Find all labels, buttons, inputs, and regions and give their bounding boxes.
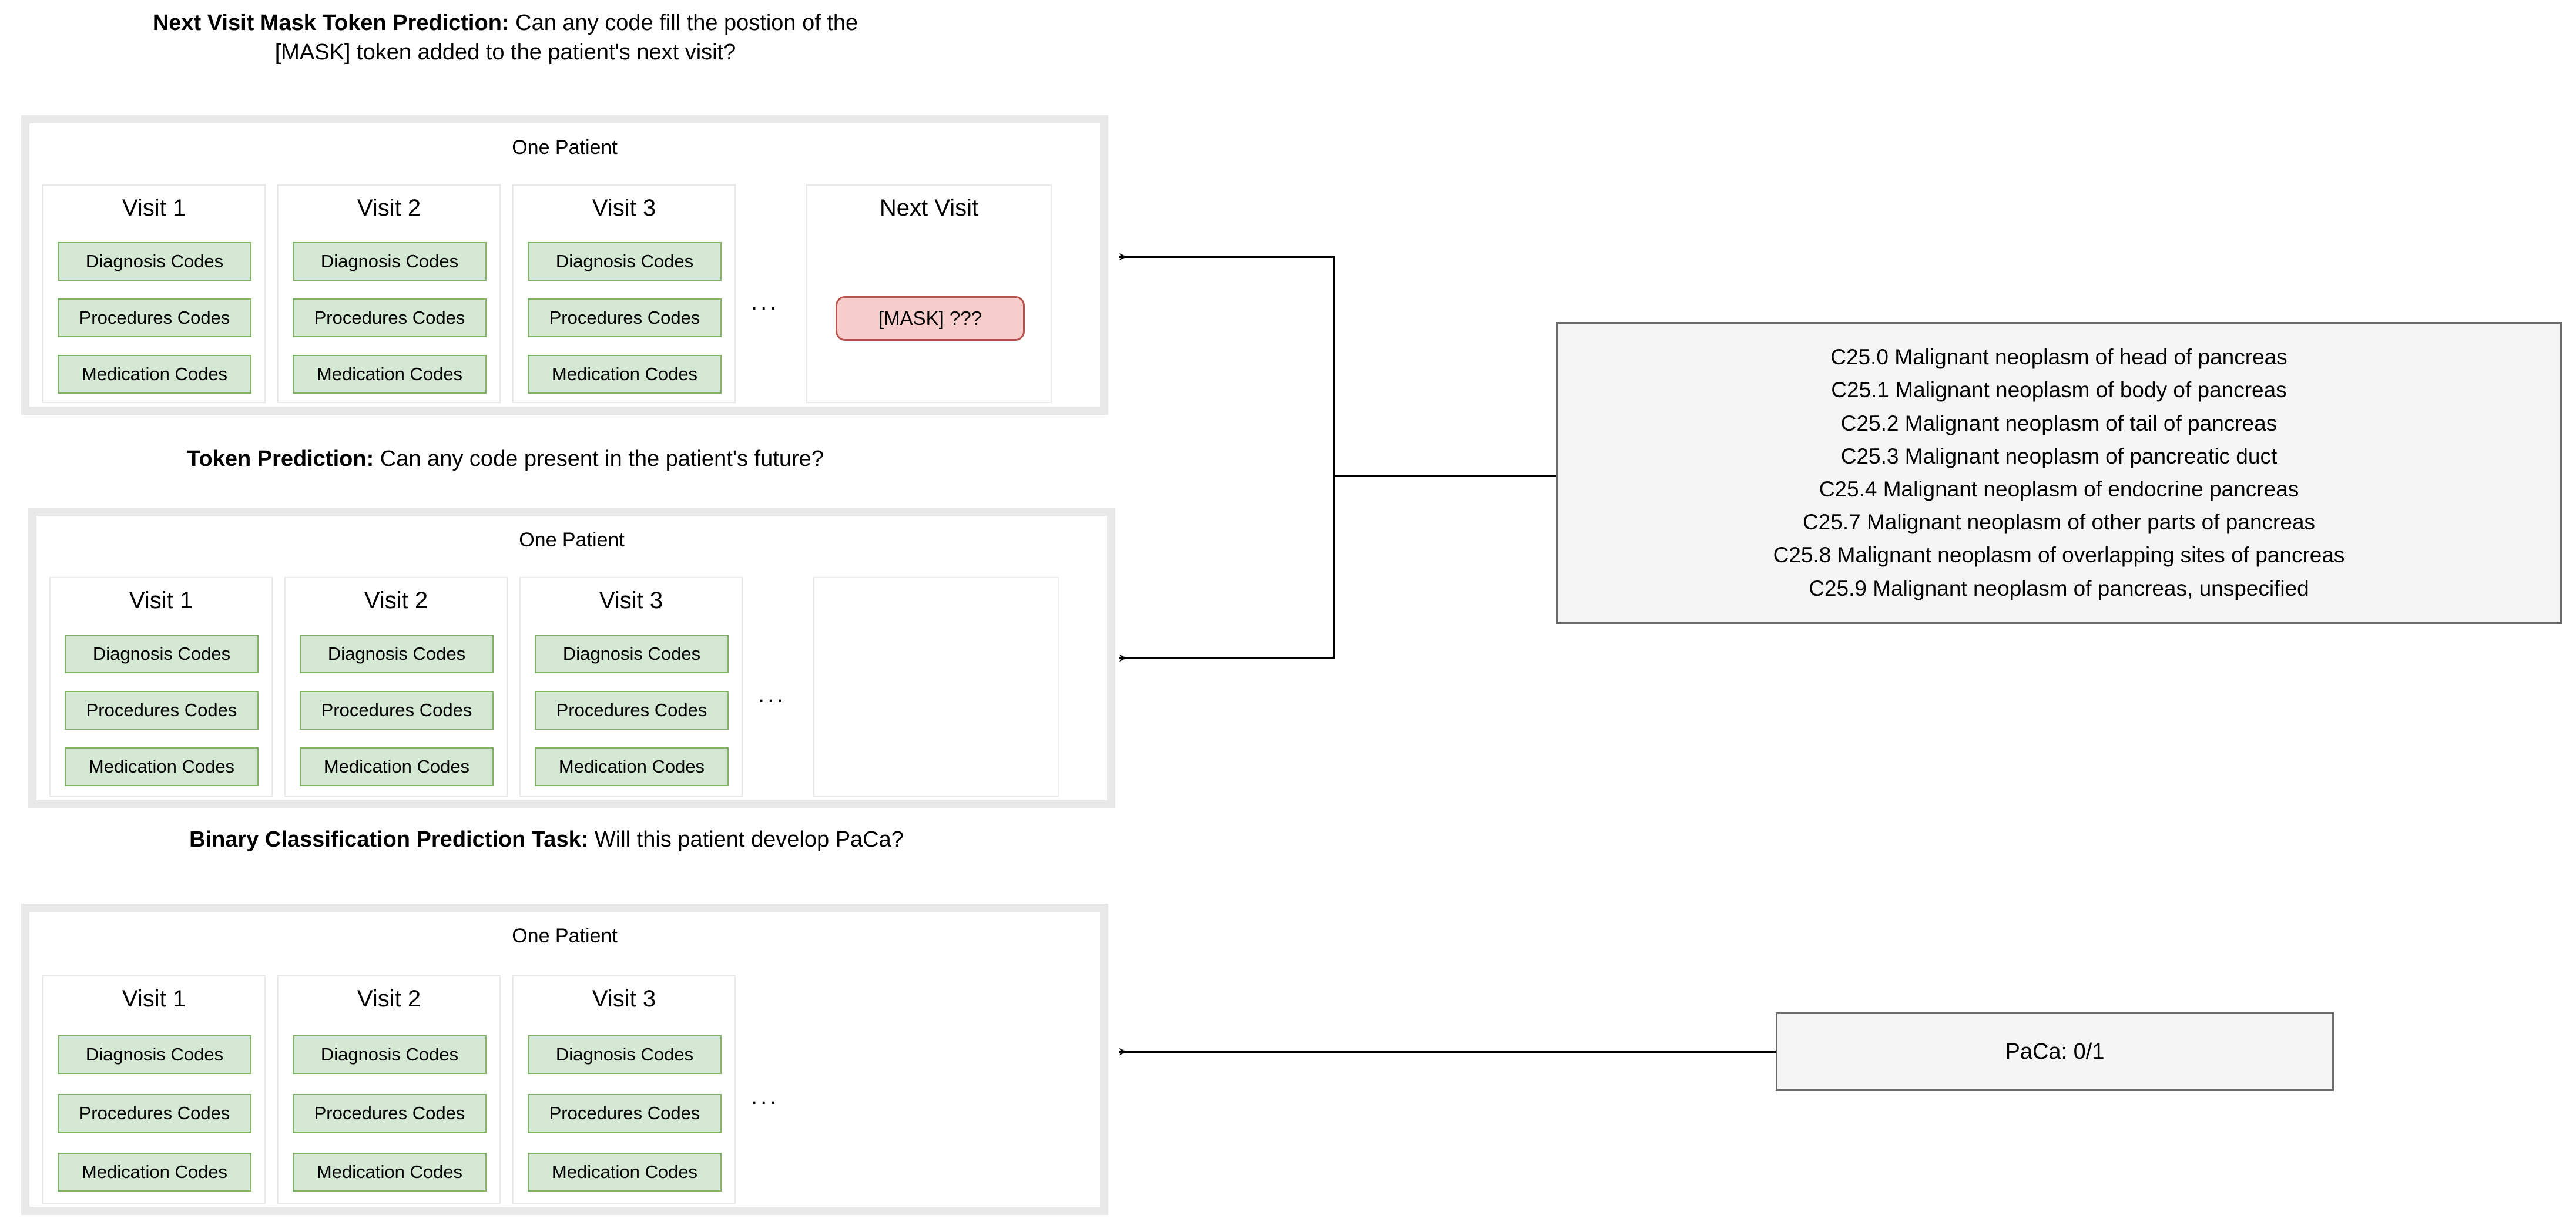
section-1-visit-1-procedures-codes[interactable]: Procedures Codes <box>58 298 251 337</box>
section-3-ellipsis: ... <box>751 1083 780 1109</box>
section-1-visit-2[interactable]: Visit 2 Diagnosis Codes Procedures Codes… <box>277 184 501 403</box>
paca-label-box: PaCa: 0/1 <box>1776 1012 2334 1091</box>
section-3-visit-3-medication-codes[interactable]: Medication Codes <box>528 1153 722 1192</box>
section-1-title-bold: Next Visit Mask Token Prediction: <box>152 11 509 35</box>
section-2-ellipsis: ... <box>758 682 787 707</box>
section-1-next-visit[interactable]: Next Visit [MASK] ??? <box>806 184 1052 403</box>
section-2-visit-2-diagnosis-codes[interactable]: Diagnosis Codes <box>300 635 494 673</box>
section-3-visit-2-medication-codes[interactable]: Medication Codes <box>293 1153 487 1192</box>
section-2-visit-3[interactable]: Visit 3 Diagnosis Codes Procedures Codes… <box>519 577 743 797</box>
mask-token-chip[interactable]: [MASK] ??? <box>836 296 1025 341</box>
paca-label: PaCa: 0/1 <box>2005 1039 2105 1064</box>
patient-panel-1: One Patient Visit 1 Diagnosis Codes Proc… <box>21 115 1108 415</box>
section-3-visit-1-title: Visit 1 <box>122 986 186 1012</box>
icd-code-line: C25.4 Malignant neoplasm of endocrine pa… <box>1819 477 2299 501</box>
section-2-visit-2-procedures-codes[interactable]: Procedures Codes <box>300 691 494 730</box>
section-2-visit-1-diagnosis-codes[interactable]: Diagnosis Codes <box>65 635 259 673</box>
section-1-visit-3-title: Visit 3 <box>592 195 656 221</box>
section-3-title: Binary Classification Prediction Task: W… <box>71 825 1022 854</box>
section-3-visit-1[interactable]: Visit 1 Diagnosis Codes Procedures Codes… <box>42 975 266 1204</box>
section-3-visit-2-title: Visit 2 <box>357 986 421 1012</box>
section-3-visit-3-diagnosis-codes[interactable]: Diagnosis Codes <box>528 1035 722 1074</box>
section-3-visit-1-diagnosis-codes[interactable]: Diagnosis Codes <box>58 1035 251 1074</box>
section-1-visit-3-diagnosis-codes[interactable]: Diagnosis Codes <box>528 242 722 281</box>
icd-code-line: C25.8 Malignant neoplasm of overlapping … <box>1773 543 2345 568</box>
section-2-visit-2-medication-codes[interactable]: Medication Codes <box>300 747 494 786</box>
section-2-title-bold: Token Prediction: <box>187 447 374 471</box>
section-1-visit-2-medication-codes[interactable]: Medication Codes <box>293 355 487 394</box>
section-2-visit-1-title: Visit 1 <box>129 588 193 613</box>
section-1-visit-1-title: Visit 1 <box>122 195 186 221</box>
section-2-visit-3-diagnosis-codes[interactable]: Diagnosis Codes <box>535 635 729 673</box>
panel-3-caption: One Patient <box>512 925 618 947</box>
section-2-title: Token Prediction: Can any code present i… <box>71 444 940 474</box>
arrow-to-next-visit-mask <box>1119 253 1335 476</box>
section-1-ellipsis: ... <box>751 289 780 315</box>
section-2-visit-3-title: Visit 3 <box>599 588 663 613</box>
section-3-visit-3-procedures-codes[interactable]: Procedures Codes <box>528 1094 722 1133</box>
icd-code-line: C25.2 Malignant neoplasm of tail of panc… <box>1840 411 2278 435</box>
icd-code-line: C25.9 Malignant neoplasm of pancreas, un… <box>1809 576 2309 600</box>
patient-panel-2: One Patient Visit 1 Diagnosis Codes Proc… <box>28 508 1115 808</box>
section-1-visit-1-medication-codes[interactable]: Medication Codes <box>58 355 251 394</box>
icd-code-list-box: C25.0 Malignant neoplasm of head of panc… <box>1556 322 2562 624</box>
panel-1-caption: One Patient <box>512 136 618 159</box>
section-3-visit-1-procedures-codes[interactable]: Procedures Codes <box>58 1094 251 1133</box>
patient-panel-3: One Patient Visit 1 Diagnosis Codes Proc… <box>21 904 1108 1215</box>
section-2-visit-2[interactable]: Visit 2 Diagnosis Codes Procedures Codes… <box>284 577 508 797</box>
section-2-visit-2-title: Visit 2 <box>364 588 428 613</box>
icd-code-line: C25.7 Malignant neoplasm of other parts … <box>1802 510 2316 535</box>
section-3-title-bold: Binary Classification Prediction Task: <box>189 827 589 852</box>
section-3-visit-1-medication-codes[interactable]: Medication Codes <box>58 1153 251 1192</box>
section-3-title-rest: Will this patient develop PaCa? <box>588 827 904 852</box>
icd-code-line: C25.1 Malignant neoplasm of body of panc… <box>1831 378 2287 402</box>
section-3-visit-2-diagnosis-codes[interactable]: Diagnosis Codes <box>293 1035 487 1074</box>
section-1-visit-2-diagnosis-codes[interactable]: Diagnosis Codes <box>293 242 487 281</box>
section-1-visit-3-procedures-codes[interactable]: Procedures Codes <box>528 298 722 337</box>
section-3-visit-2[interactable]: Visit 2 Diagnosis Codes Procedures Codes… <box>277 975 501 1204</box>
section-1-visit-1[interactable]: Visit 1 Diagnosis Codes Procedures Codes… <box>42 184 266 403</box>
section-2-visit-1-procedures-codes[interactable]: Procedures Codes <box>65 691 259 730</box>
section-2-title-rest: Can any code present in the patient's fu… <box>374 447 824 471</box>
section-1-visit-1-diagnosis-codes[interactable]: Diagnosis Codes <box>58 242 251 281</box>
section-1-title-line2: [MASK] token added to the patient's next… <box>274 40 736 65</box>
section-1-visit-2-procedures-codes[interactable]: Procedures Codes <box>293 298 487 337</box>
section-1-next-visit-title: Next Visit <box>879 195 979 221</box>
section-3-visit-2-procedures-codes[interactable]: Procedures Codes <box>293 1094 487 1133</box>
panel-2-caption: One Patient <box>519 529 625 551</box>
icd-code-line: C25.3 Malignant neoplasm of pancreatic d… <box>1840 444 2278 468</box>
section-1-title: Next Visit Mask Token Prediction: Can an… <box>71 8 940 67</box>
section-2-visit-1-medication-codes[interactable]: Medication Codes <box>65 747 259 786</box>
arrow-to-token-prediction-panel <box>1119 476 1335 662</box>
section-3-visit-3-title: Visit 3 <box>592 986 656 1012</box>
section-1-visit-2-title: Visit 2 <box>357 195 421 221</box>
section-1-visit-3[interactable]: Visit 3 Diagnosis Codes Procedures Codes… <box>512 184 736 403</box>
section-1-title-rest: Can any code fill the postion of the <box>509 11 858 35</box>
section-3-visit-3[interactable]: Visit 3 Diagnosis Codes Procedures Codes… <box>512 975 736 1204</box>
icd-code-line: C25.0 Malignant neoplasm of head of panc… <box>1830 345 2287 370</box>
section-2-visit-1[interactable]: Visit 1 Diagnosis Codes Procedures Codes… <box>49 577 273 797</box>
section-1-visit-3-medication-codes[interactable]: Medication Codes <box>528 355 722 394</box>
section-2-visit-3-procedures-codes[interactable]: Procedures Codes <box>535 691 729 730</box>
section-2-visit-3-medication-codes[interactable]: Medication Codes <box>535 747 729 786</box>
section-2-future-visit-empty[interactable] <box>813 577 1059 797</box>
